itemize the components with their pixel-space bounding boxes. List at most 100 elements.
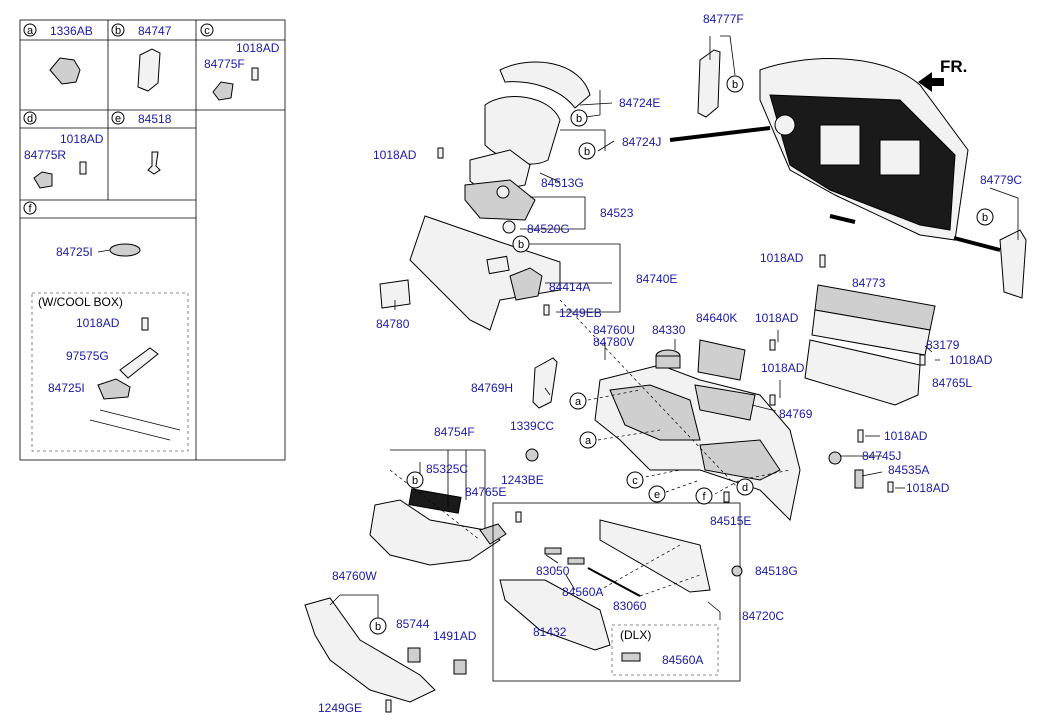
part-number: 84760W [332, 569, 377, 583]
svg-text:b: b [732, 79, 738, 91]
callout-circle [200, 23, 214, 37]
screw-part [385, 699, 392, 713]
callout-circle [23, 201, 37, 215]
part-number: 84747 [138, 24, 172, 38]
svg-text:b: b [412, 475, 418, 487]
part-number: 84725I [56, 245, 93, 259]
pin-part [147, 151, 161, 175]
part-number: 81432 [533, 625, 567, 639]
part-number: 84535A [888, 463, 929, 477]
part-number: 84414A [549, 280, 590, 294]
part-number: 84640K [696, 311, 737, 325]
screw-part [79, 161, 87, 175]
part-number: 84740E [636, 272, 677, 286]
part-number: 84780V [593, 335, 634, 349]
part-number: 1339CC [510, 419, 554, 433]
ring-part [502, 220, 516, 234]
crash-pad-lower-left-part [409, 215, 561, 331]
part-number: 84518 [138, 112, 172, 126]
legend-cell-b: b 84747 [111, 23, 172, 92]
legend-cell-e: e 84518 [111, 111, 172, 175]
part-number: 84560A [562, 585, 603, 599]
svg-text:c: c [632, 475, 638, 487]
part-number: 84779C [980, 173, 1022, 187]
callout-letter: e [115, 113, 121, 125]
part-number: 1018AD [236, 41, 280, 55]
cool-box-label: (W/COOL BOX) [38, 295, 123, 309]
lower-column-part [464, 179, 536, 221]
duct-part [119, 347, 159, 379]
part-number: 1018AD [761, 361, 805, 375]
callout-circle [111, 23, 125, 37]
part-number: 1018AD [760, 251, 804, 265]
screw-part [141, 317, 149, 331]
overview-dashboard [669, 58, 1001, 252]
part-number: 84725I [48, 381, 85, 395]
callout-letter: b [115, 25, 121, 37]
part-number: 84769H [471, 381, 513, 395]
screw-part [251, 67, 259, 81]
part-number: 84724E [619, 96, 660, 110]
bracket-part [694, 384, 756, 421]
fr-label: FR. [940, 57, 967, 76]
glovebox-assembly-frame [492, 502, 741, 682]
bracket-part [33, 171, 53, 189]
glovebox-door-part [499, 579, 611, 651]
bracket-part [212, 81, 234, 101]
part-number: 84724J [622, 135, 661, 149]
part-number: 85744 [396, 617, 430, 631]
part-number: 84523 [600, 206, 634, 220]
svg-text:d: d [742, 482, 748, 494]
part-number: 1018AD [884, 429, 928, 443]
svg-text:e: e [654, 489, 660, 501]
part-number: 1336AB [50, 24, 93, 38]
part-number: 84769 [779, 407, 813, 421]
part-number: 84513G [541, 176, 584, 190]
part-number: 84560A [662, 653, 703, 667]
panel-part [379, 279, 411, 309]
part-number: 84330 [652, 323, 686, 337]
dlx-label: (DLX) [620, 628, 651, 642]
legend-cell-c: c 1018AD 84775F [200, 23, 280, 101]
vent-part [532, 357, 558, 409]
part-labels: 84777F 84724E 84724J 1018AD 84513G 84523… [318, 12, 1022, 715]
latch-part [621, 652, 641, 662]
part-number: 85325C [426, 462, 468, 476]
front-direction-indicator: FR. [918, 57, 967, 92]
svg-text:b: b [982, 212, 988, 224]
svg-text:b: b [584, 146, 590, 158]
clip-part [407, 647, 421, 663]
pocket-part [408, 488, 462, 514]
part-number: 83050 [536, 564, 570, 578]
legend-table: a 1336AB b 84747 c 1018AD 84775F d 1018A… [19, 19, 286, 461]
part-number: 1249GE [318, 701, 362, 715]
callout-circle [23, 111, 37, 125]
part-number: 1018AD [60, 132, 104, 146]
cool-box-frame [31, 292, 189, 452]
console-box-part [697, 339, 746, 381]
callout-circle [111, 111, 125, 125]
part-number: 84518G [755, 564, 798, 578]
part-number: 84754F [434, 425, 475, 439]
part-number: 97575G [66, 349, 109, 363]
part-number: 84765E [465, 485, 506, 499]
part-number: 84765L [932, 376, 972, 390]
part-number: 84760U [593, 323, 635, 337]
part-number: 84777F [703, 12, 744, 26]
leader-lines [329, 35, 1019, 620]
callout-letter: f [28, 203, 32, 215]
part-number: 1018AD [373, 148, 417, 162]
lower-panel-left-part [369, 499, 501, 566]
cap-part [109, 243, 141, 257]
cap-part [97, 378, 131, 400]
svg-text:f: f [702, 491, 706, 503]
part-number: 84520G [527, 222, 570, 236]
end-cover-part [999, 229, 1027, 299]
callout-letter: c [204, 25, 210, 37]
glovebox-inner-part [599, 519, 711, 593]
part-number: 84720C [742, 609, 784, 623]
nut-part [525, 448, 539, 462]
knee-cover-part [304, 597, 436, 703]
callout-letter: d [27, 113, 33, 125]
